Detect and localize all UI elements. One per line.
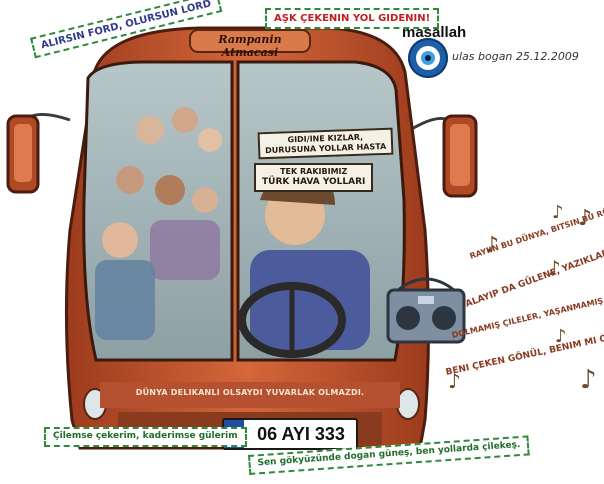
- plate-number: 06 AYI 333: [257, 424, 345, 444]
- windshield-sign-2-line-2: TÜRK HAVA YOLLARI: [262, 177, 366, 187]
- top-slogan-label: AŞK ÇEKENIN YOL GIDENIN!: [265, 8, 440, 29]
- windshield-sign-2: TEK RAKIBIMIZ TÜRK HAVA YOLLARI: [254, 163, 374, 193]
- evil-eye-icon: [408, 38, 448, 78]
- svg-text:♪: ♪: [555, 326, 567, 347]
- svg-text:♪: ♪: [580, 365, 597, 395]
- signature: ulas bogan 25.12.2009: [452, 50, 579, 63]
- brand-name: masallah: [402, 24, 467, 41]
- right-headlight: [396, 388, 420, 420]
- bottom-left-label: Çilemse çekerim, kaderimse gülerim: [44, 427, 247, 447]
- radio-icon: [386, 277, 466, 344]
- music-note-icon: ♪ ♪ ♪ ♪ ♪ ♪ ♪: [448, 202, 597, 395]
- svg-text:♪: ♪: [552, 202, 564, 223]
- svg-text:♪: ♪: [485, 233, 499, 258]
- windshield-sign-1: GIDI/INE KIZLAR, DURUSUNA YOLLAR HASTA: [257, 127, 394, 160]
- destination-sign: Rampanin Atmacasi: [218, 33, 282, 59]
- svg-text:♪: ♪: [548, 256, 561, 280]
- svg-text:♪: ♪: [578, 206, 592, 231]
- windshield: [82, 60, 406, 362]
- svg-text:♪: ♪: [448, 369, 461, 393]
- windshield-sign-2-line-1: TEK RAKIBIMIZ: [280, 167, 348, 176]
- bumper-text: DÜNYA DELIKANLI OLSAYDI YUVARLAK OLMAZDI…: [135, 388, 365, 397]
- right-mirror: [409, 114, 478, 198]
- left-mirror: [6, 113, 71, 194]
